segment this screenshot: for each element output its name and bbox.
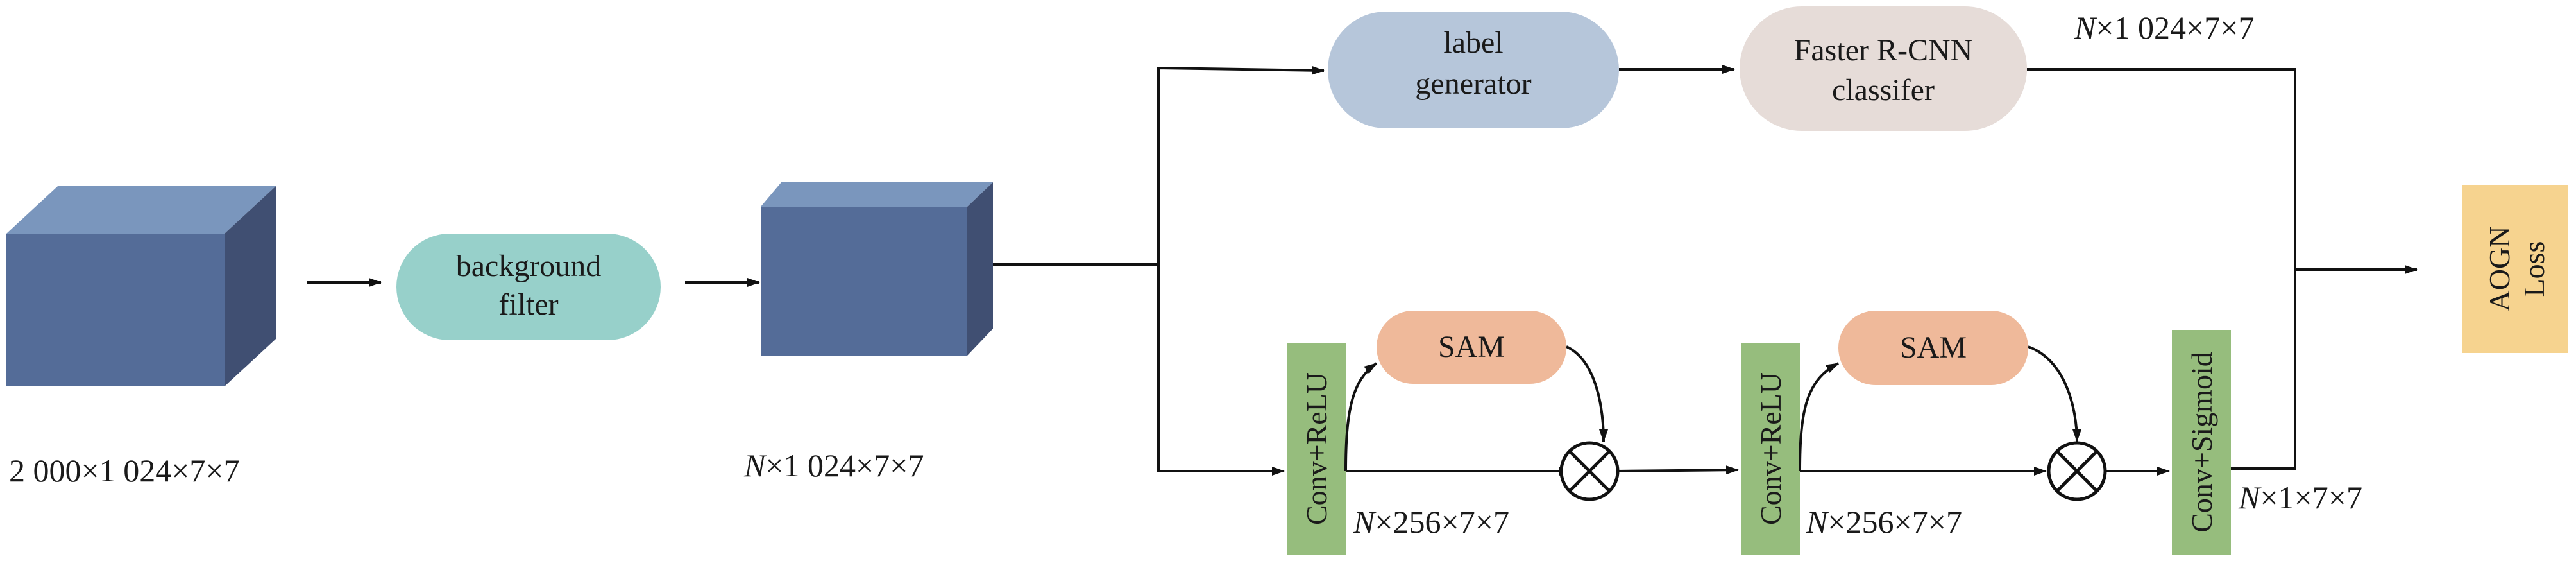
dim-input-label: 2 000×1 024×7×7 bbox=[9, 453, 240, 488]
arrow-sam2-to-multiply2 bbox=[2028, 345, 2081, 442]
wire-split-to-conv1 bbox=[1157, 264, 1285, 476]
dim-mask-out-label: N×1×7×7 bbox=[2238, 479, 2362, 515]
conv-relu-2-label: Conv+ReLU bbox=[1754, 372, 1787, 525]
conv-sigmoid-label: Conv+Sigmoid bbox=[2185, 352, 2218, 533]
background-filter-label-1: background bbox=[456, 249, 602, 283]
wire-mask-to-merge bbox=[2231, 270, 2296, 470]
filtered-feature-cube bbox=[761, 182, 993, 356]
sam-1-label: SAM bbox=[1438, 330, 1505, 364]
input-feature-cube bbox=[6, 186, 276, 386]
multiply-2-operator bbox=[2047, 441, 2107, 501]
sam-2-node: SAM bbox=[1838, 311, 2028, 385]
sam-2-label: SAM bbox=[1900, 331, 1967, 365]
conv-relu-1-node: Conv+ReLU bbox=[1287, 343, 1346, 555]
label-generator-node: label generator bbox=[1328, 12, 1619, 128]
conv-relu-1-label: Conv+ReLU bbox=[1300, 372, 1333, 525]
faster-rcnn-label-2: classifer bbox=[1832, 73, 1935, 107]
arrow-conv1-to-sam1 bbox=[1344, 362, 1378, 472]
conv-sigmoid-node: Conv+Sigmoid bbox=[2172, 330, 2231, 555]
dim-filtered-label: N×1 024×7×7 bbox=[743, 447, 924, 483]
dim-classifier-out-label: N×1 024×7×7 bbox=[2074, 10, 2254, 46]
dim-conv2-out-label: N×256×7×7 bbox=[1806, 504, 1962, 540]
background-filter-label-2: filter bbox=[498, 288, 558, 322]
arrow-sam1-to-multiply1 bbox=[1566, 345, 1608, 442]
faster-rcnn-label-1: Faster R-CNN bbox=[1794, 33, 1973, 67]
arrow-conv2-to-sam2 bbox=[1799, 362, 1839, 472]
arrow-multiply1-to-conv2 bbox=[1617, 465, 1739, 475]
background-filter-node: background filter bbox=[396, 234, 661, 340]
dim-conv1-out-label: N×256×7×7 bbox=[1353, 504, 1509, 540]
multiply-1-operator bbox=[1559, 441, 1620, 501]
wire-classifier-to-merge bbox=[2027, 68, 2296, 270]
faster-rcnn-classifier-node: Faster R-CNN classifer bbox=[1740, 6, 2027, 131]
label-generator-label-2: generator bbox=[1415, 67, 1531, 101]
aogn-loss-node: AOGN Loss bbox=[2462, 185, 2568, 353]
label-generator-label-1: label bbox=[1443, 26, 1503, 60]
conv-relu-2-node: Conv+ReLU bbox=[1741, 343, 1800, 555]
sam-1-node: SAM bbox=[1377, 311, 1566, 384]
aogn-loss-label-2: Loss bbox=[2518, 241, 2550, 297]
aogn-loss-label-1: AOGN bbox=[2483, 227, 2516, 312]
